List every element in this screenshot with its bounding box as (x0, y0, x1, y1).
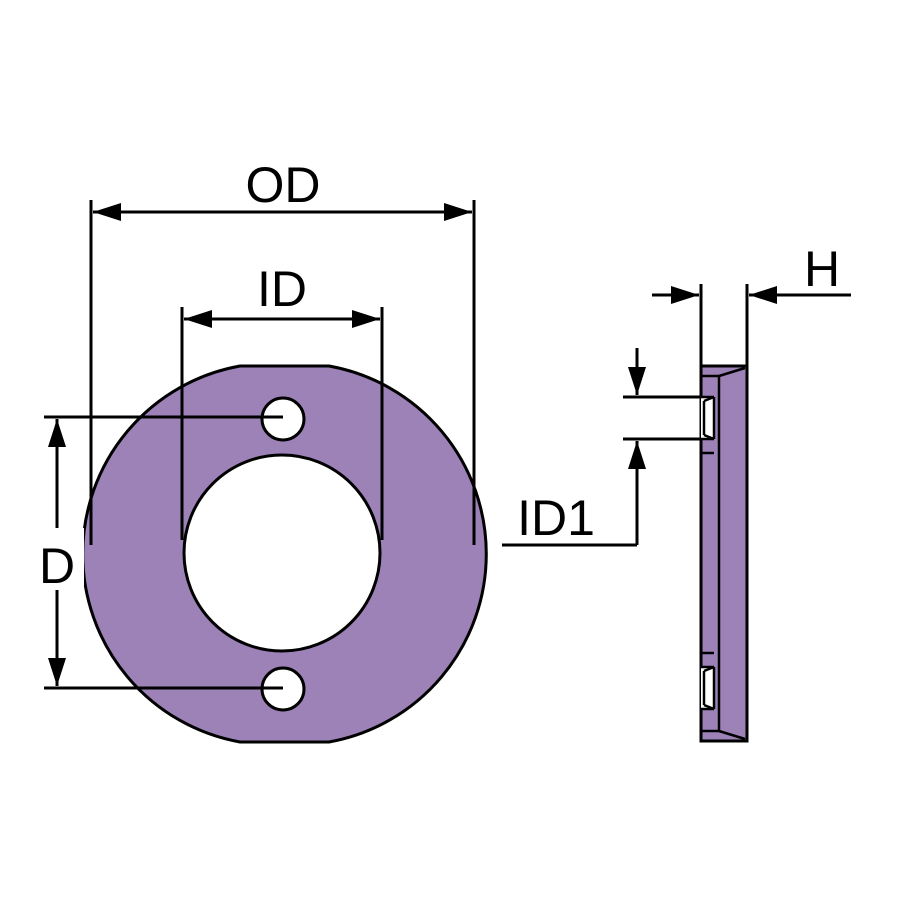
front-view (81, 364, 488, 744)
d-arrow-top (48, 419, 66, 447)
id1-arrow-top (628, 367, 646, 395)
od-arrow-left (93, 203, 121, 221)
id1-dimension: ID1 (502, 348, 701, 547)
od-label: OD (246, 157, 321, 213)
d-label: D (39, 538, 75, 594)
h-label: H (804, 241, 840, 297)
id-label: ID (257, 261, 307, 317)
washer-body (81, 364, 488, 744)
h-dimension: H (652, 241, 851, 366)
h-arrow-left (671, 286, 699, 304)
id-dimension: ID (180, 261, 384, 540)
h-arrow-right (749, 286, 777, 304)
od-arrow-right (444, 203, 472, 221)
od-dimension: OD (89, 157, 476, 545)
id1-arrow-bottom (628, 441, 646, 469)
id-arrow-right (352, 310, 380, 328)
d-arrow-bottom (48, 658, 66, 686)
side-view (699, 364, 749, 743)
id1-label: ID1 (517, 490, 595, 546)
d-dimension: D (30, 415, 283, 690)
id-arrow-left (184, 310, 212, 328)
